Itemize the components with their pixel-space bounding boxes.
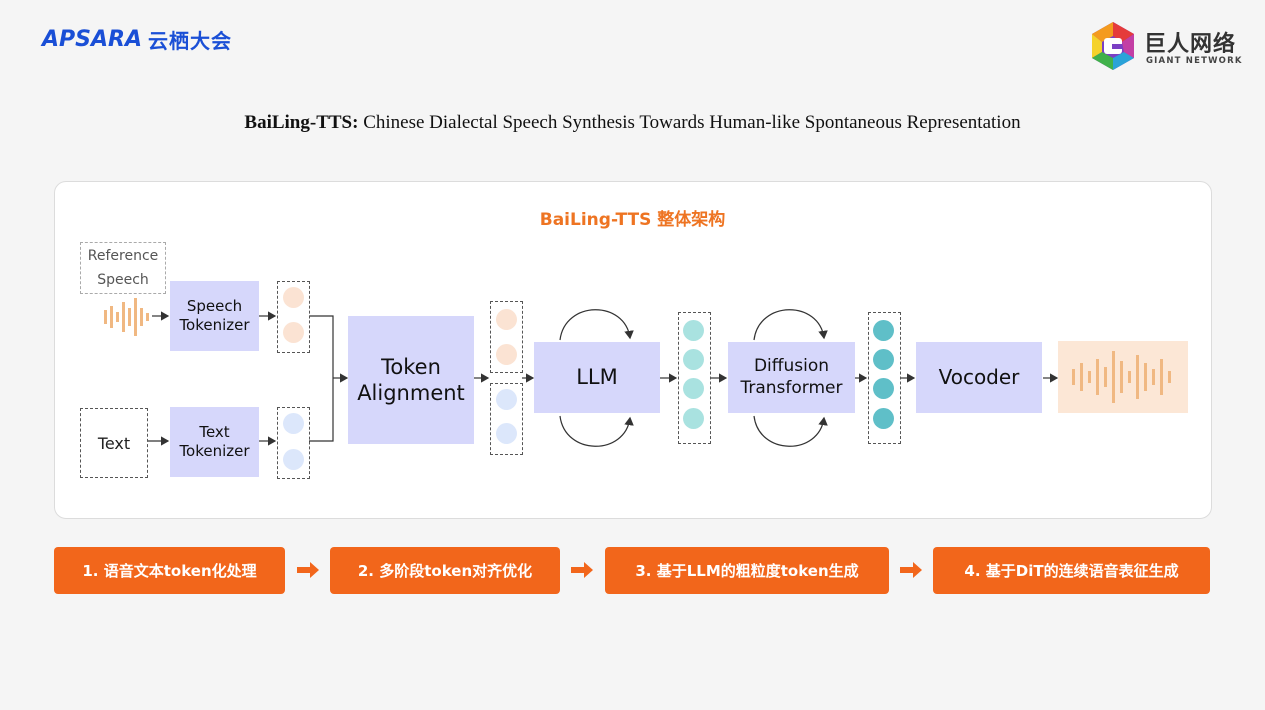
step-arrow-icon — [297, 562, 319, 578]
apsara-brand: APSARA — [42, 26, 142, 52]
step-arrow-icon — [900, 562, 922, 578]
llm-loop-bottom — [559, 415, 634, 447]
llm-token-group — [678, 312, 711, 444]
paper-title: BaiLing-TTS: Chinese Dialectal Speech Sy… — [0, 112, 1265, 134]
giant-logo-mark-icon — [1092, 22, 1134, 70]
dit-token — [873, 408, 894, 429]
aligned-speech-token — [496, 344, 517, 365]
aligned-speech-token-group — [490, 301, 523, 373]
merge-bracket — [309, 315, 334, 442]
token-alignment-box: Token Alignment — [348, 316, 474, 444]
paper-title-bold: BaiLing-TTS: — [244, 112, 359, 133]
step-2: 2. 多阶段token对齐优化 — [330, 547, 560, 594]
apsara-logo: APSARA 云栖大会 — [42, 24, 232, 54]
speech-token-group — [277, 281, 310, 353]
giant-cn-name: 巨人网络 — [1144, 32, 1237, 57]
speech-token — [283, 287, 304, 308]
speech-token — [283, 322, 304, 343]
vocoder-box: Vocoder — [916, 342, 1042, 413]
text-token — [283, 449, 304, 470]
llm-token — [683, 408, 704, 429]
input-waveform-icon — [104, 298, 149, 336]
text-input-box: Text — [80, 408, 148, 478]
aligned-speech-token — [496, 309, 517, 330]
giant-en-name: GIANT NETWORK — [1146, 56, 1243, 66]
output-waveform-panel — [1058, 341, 1188, 413]
step-3: 3. 基于LLM的粗粒度token生成 — [605, 547, 889, 594]
diffusion-transformer-box: Diffusion Transformer — [728, 342, 855, 413]
step-arrow-icon — [571, 562, 593, 578]
aligned-text-token — [496, 423, 517, 444]
text-token-group — [277, 407, 310, 479]
architecture-title: BaiLing-TTS 整体架构 — [539, 210, 726, 230]
reference-speech-label: Reference Speech — [80, 242, 166, 294]
llm-token — [683, 378, 704, 399]
aligned-text-token-group — [490, 383, 523, 455]
speech-tokenizer-box: Speech Tokenizer — [170, 281, 259, 351]
llm-loop-top — [559, 309, 634, 341]
dit-loop-bottom — [753, 415, 828, 447]
llm-token — [683, 349, 704, 370]
step-4: 4. 基于DiT的连续语音表征生成 — [933, 547, 1210, 594]
text-token — [283, 413, 304, 434]
step-1: 1. 语音文本token化处理 — [54, 547, 285, 594]
aligned-text-token — [496, 389, 517, 410]
text-tokenizer-box: Text Tokenizer — [170, 407, 259, 477]
llm-box: LLM — [534, 342, 660, 413]
dit-token-group — [868, 312, 901, 444]
dit-token — [873, 349, 894, 370]
paper-title-rest: Chinese Dialectal Speech Synthesis Towar… — [358, 112, 1021, 133]
apsara-cn-name: 云栖大会 — [148, 28, 232, 53]
giant-network-logo: 巨人网络 GIANT NETWORK — [1086, 18, 1246, 78]
dit-token — [873, 320, 894, 341]
dit-token — [873, 378, 894, 399]
llm-token — [683, 320, 704, 341]
dit-loop-top — [753, 309, 828, 341]
output-waveform-icon — [1072, 351, 1171, 403]
